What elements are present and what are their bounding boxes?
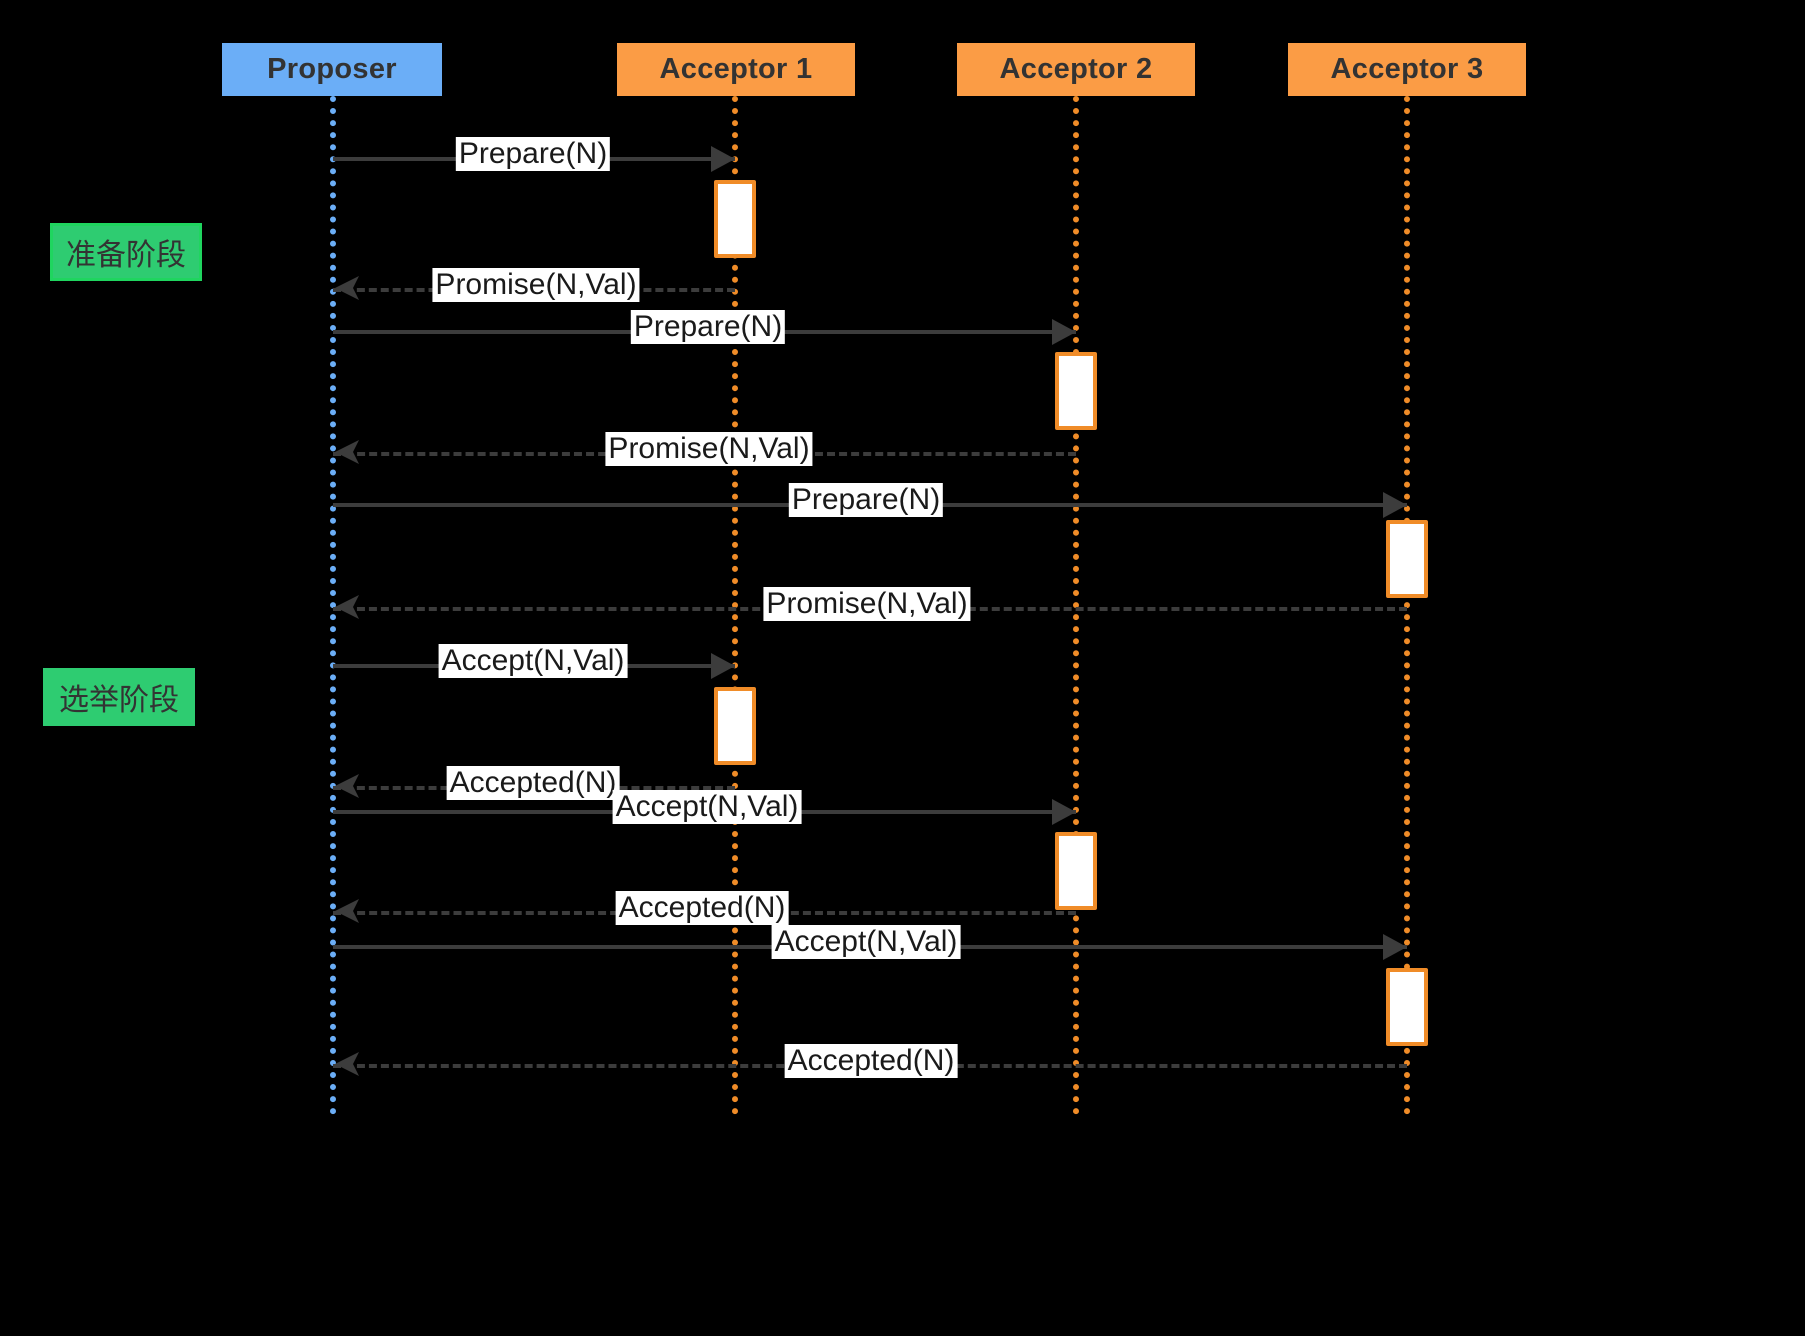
activation-box-a4: [714, 687, 756, 765]
message-label-m8: Accepted(N): [446, 766, 620, 801]
phase-label-election-phase: 选举阶段: [43, 668, 195, 726]
arrowhead-m3: [1052, 319, 1076, 345]
arrowhead-m6: [333, 594, 359, 620]
arrowhead-m7: [711, 653, 735, 679]
message-label-m10: Accepted(N): [615, 891, 789, 926]
participant-acceptor3[interactable]: Acceptor 3: [1288, 43, 1526, 96]
arrowhead-m5: [1383, 492, 1407, 518]
arrowhead-m8: [333, 773, 359, 799]
arrowhead-m12: [333, 1051, 359, 1077]
message-label-m11: Accept(N,Val): [771, 925, 961, 960]
activation-box-a1: [714, 180, 756, 258]
arrowhead-m4: [333, 439, 359, 465]
participant-proposer[interactable]: Proposer: [222, 43, 442, 96]
lifeline-acceptor2: [1073, 96, 1079, 1115]
activation-box-a5: [1055, 832, 1097, 910]
phase-label-prepare-phase: 准备阶段: [50, 223, 202, 281]
activation-box-a3: [1386, 520, 1428, 598]
lifeline-proposer: [330, 96, 336, 1115]
activation-box-a2: [1055, 352, 1097, 430]
lifeline-acceptor1: [732, 96, 738, 1115]
message-label-m5: Prepare(N): [788, 483, 944, 518]
message-label-m7: Accept(N,Val): [438, 644, 628, 679]
participant-acceptor1[interactable]: Acceptor 1: [617, 43, 855, 96]
message-label-m4: Promise(N,Val): [605, 432, 813, 467]
message-label-m3: Prepare(N): [630, 310, 786, 345]
activation-box-a6: [1386, 968, 1428, 1046]
arrowhead-m1: [711, 146, 735, 172]
arrowhead-m9: [1052, 799, 1076, 825]
lifeline-acceptor3: [1404, 96, 1410, 1115]
message-label-m12: Accepted(N): [784, 1044, 958, 1079]
participant-acceptor2[interactable]: Acceptor 2: [957, 43, 1195, 96]
arrowhead-m10: [333, 898, 359, 924]
message-label-m6: Promise(N,Val): [763, 587, 971, 622]
message-label-m1: Prepare(N): [455, 137, 611, 172]
arrowhead-m11: [1383, 934, 1407, 960]
message-label-m9: Accept(N,Val): [612, 790, 802, 825]
message-label-m2: Promise(N,Val): [432, 268, 640, 303]
arrowhead-m2: [333, 275, 359, 301]
